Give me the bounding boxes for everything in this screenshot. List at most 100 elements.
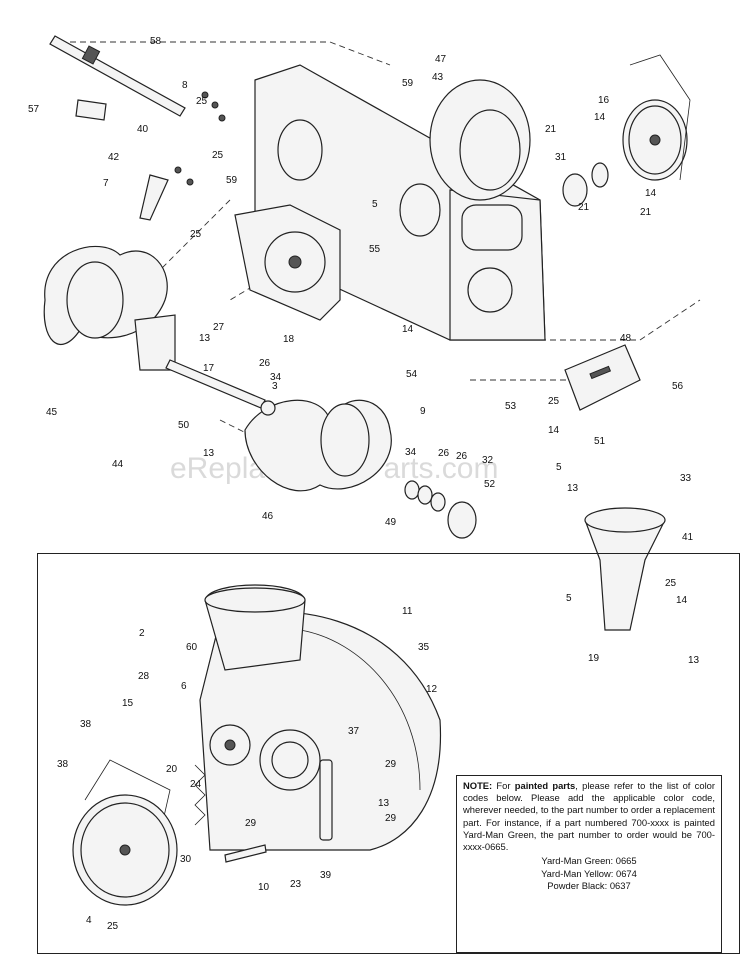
part-number-label: 14 bbox=[402, 324, 414, 335]
note-lead: For bbox=[492, 780, 515, 791]
inset-part-number-label: 35 bbox=[418, 642, 430, 653]
inset-part-number-label: 25 bbox=[107, 921, 119, 932]
part-number-label: 21 bbox=[545, 124, 557, 135]
part-number-label: 5 bbox=[556, 462, 562, 473]
part-number-label: 27 bbox=[213, 322, 225, 333]
part-number-label: 25 bbox=[196, 96, 208, 107]
part-number-label: 50 bbox=[178, 420, 190, 431]
part-number-label: 16 bbox=[598, 95, 610, 106]
inset-part-number-label: 12 bbox=[426, 684, 438, 695]
inset-part-number-label: 20 bbox=[166, 764, 178, 775]
inset-part-number-label: 2 bbox=[139, 628, 145, 639]
part-number-label: 5 bbox=[372, 199, 378, 210]
inset-part-number-label: 37 bbox=[348, 726, 360, 737]
skid-shoe bbox=[564, 344, 641, 411]
inset-part-number-label: 13 bbox=[378, 798, 390, 809]
part-number-label: 25 bbox=[190, 229, 202, 240]
part-number-label: 14 bbox=[676, 595, 688, 606]
note-body: , please refer to the list of color code… bbox=[463, 780, 715, 853]
drive-shaft bbox=[165, 359, 276, 416]
drive-pulley-assembly bbox=[562, 54, 691, 207]
inset-detail bbox=[72, 584, 442, 906]
part-number-label: 3 bbox=[272, 381, 278, 392]
part-number-label: 26 bbox=[456, 451, 468, 462]
part-number-label: 14 bbox=[548, 425, 560, 436]
part-number-label: 8 bbox=[182, 80, 188, 91]
color-codes-list: Yard-Man Green: 0665 Yard-Man Yellow: 06… bbox=[463, 855, 715, 893]
part-number-label: 56 bbox=[672, 381, 684, 392]
part-number-label: 45 bbox=[46, 407, 58, 418]
part-number-label: 54 bbox=[406, 369, 418, 380]
part-number-label: 13 bbox=[203, 448, 215, 459]
part-number-label: 59 bbox=[402, 78, 414, 89]
part-number-label: 32 bbox=[482, 455, 494, 466]
part-number-label: 58 bbox=[150, 36, 162, 47]
part-number-label: 5 bbox=[566, 593, 572, 604]
part-number-label: 43 bbox=[432, 72, 444, 83]
inset-part-number-label: 24 bbox=[190, 779, 202, 790]
part-number-label: 49 bbox=[385, 517, 397, 528]
auger-shaft bbox=[49, 35, 186, 117]
inset-part-number-label: 6 bbox=[181, 681, 187, 692]
part-number-label: 17 bbox=[203, 363, 215, 374]
part-number-label: 59 bbox=[226, 175, 238, 186]
part-number-label: 19 bbox=[588, 653, 600, 664]
part-number-label: 42 bbox=[108, 152, 120, 163]
part-number-label: 48 bbox=[620, 333, 632, 344]
part-number-label: 9 bbox=[420, 406, 426, 417]
discharge-chute bbox=[584, 507, 666, 631]
inset-part-number-label: 28 bbox=[138, 671, 150, 682]
part-number-label: 34 bbox=[270, 372, 282, 383]
part-number-label: 57 bbox=[28, 104, 40, 115]
part-number-label: 18 bbox=[283, 334, 295, 345]
inset-part-number-label: 10 bbox=[258, 882, 270, 893]
part-number-label: 53 bbox=[505, 401, 517, 412]
inset-part-number-label: 29 bbox=[385, 813, 397, 824]
color-code-item: Yard-Man Green: 0665 bbox=[541, 855, 637, 867]
inset-part-number-label: 29 bbox=[245, 818, 257, 829]
part-number-label: 7 bbox=[103, 178, 109, 189]
inset-part-number-label: 38 bbox=[57, 759, 69, 770]
part-number-label: 41 bbox=[682, 532, 694, 543]
part-number-label: 40 bbox=[137, 124, 149, 135]
part-number-label: 51 bbox=[594, 436, 606, 447]
part-number-label: 26 bbox=[259, 358, 271, 369]
inset-part-number-label: 30 bbox=[180, 854, 192, 865]
part-number-label: 25 bbox=[212, 150, 224, 161]
bearing-set bbox=[404, 480, 477, 539]
part-number-label: 21 bbox=[640, 207, 652, 218]
inset-part-number-label: 4 bbox=[86, 915, 92, 926]
part-number-label: 46 bbox=[262, 511, 274, 522]
part-number-label: 31 bbox=[555, 152, 567, 163]
part-number-label: 13 bbox=[688, 655, 700, 666]
note-heading: NOTE: bbox=[463, 780, 493, 791]
part-number-label: 55 bbox=[369, 244, 381, 255]
inset-part-number-label: 38 bbox=[80, 719, 92, 730]
part-number-label: 25 bbox=[665, 578, 677, 589]
color-code-item: Yard-Man Yellow: 0674 bbox=[541, 867, 637, 879]
inset-part-number-label: 15 bbox=[122, 698, 134, 709]
inset-part-number-label: 39 bbox=[320, 870, 332, 881]
note-bold-phrase: painted parts bbox=[514, 780, 576, 791]
right-auger bbox=[244, 399, 392, 492]
color-code-item: Powder Black: 0637 bbox=[547, 880, 631, 892]
part-number-label: 34 bbox=[405, 447, 417, 458]
inset-part-number-label: 29 bbox=[385, 759, 397, 770]
part-number-label: 21 bbox=[578, 202, 590, 213]
part-number-label: 14 bbox=[645, 188, 657, 199]
blower-housing bbox=[429, 79, 531, 201]
part-number-label: 13 bbox=[199, 333, 211, 344]
shear-bracket bbox=[75, 99, 107, 121]
part-number-label: 25 bbox=[548, 396, 560, 407]
hardware-fasteners bbox=[139, 91, 226, 221]
part-number-label: 26 bbox=[438, 448, 450, 459]
part-number-label: 44 bbox=[112, 459, 124, 470]
inset-part-number-label: 11 bbox=[402, 606, 413, 617]
part-number-label: 33 bbox=[680, 473, 692, 484]
left-auger bbox=[43, 245, 176, 371]
part-number-label: 13 bbox=[567, 483, 579, 494]
part-number-label: 52 bbox=[484, 479, 496, 490]
inset-part-number-label: 23 bbox=[290, 879, 302, 890]
